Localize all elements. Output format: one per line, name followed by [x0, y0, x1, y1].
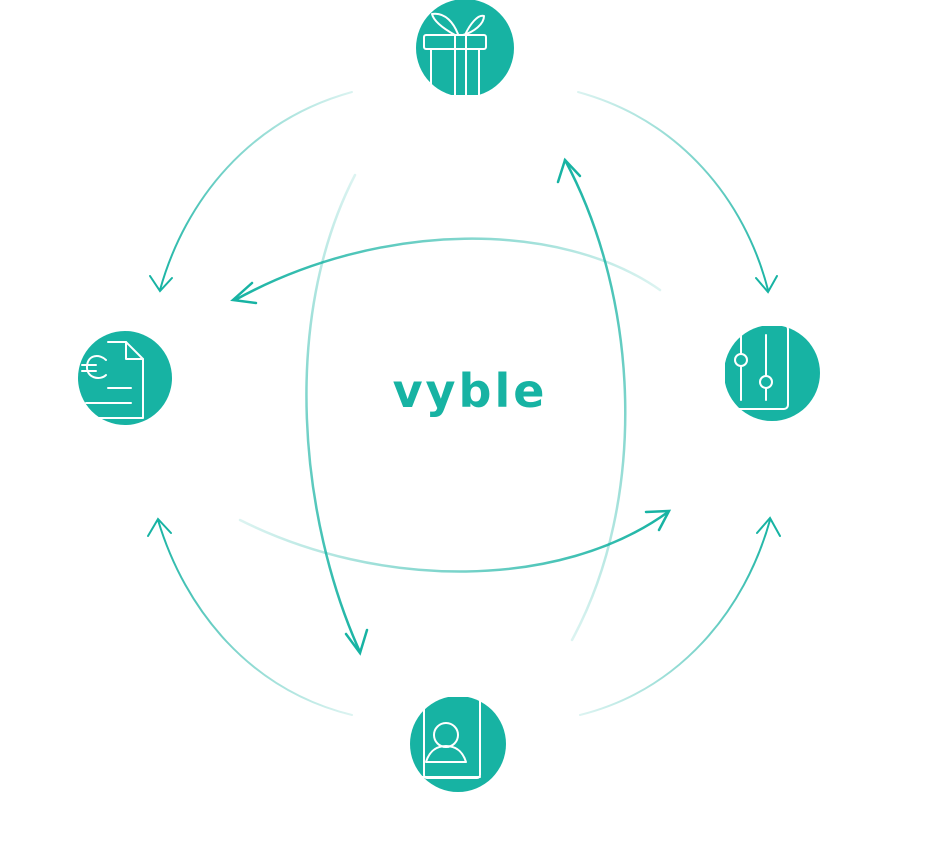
arrowhead-right-upper	[755, 275, 778, 294]
inner-arrowhead-bottom	[344, 628, 369, 656]
arrowhead-right-lower	[756, 516, 781, 537]
arc-top-to-right	[577, 91, 769, 291]
arc-bottom-to-right	[579, 519, 771, 716]
node-right	[723, 324, 820, 421]
arc-bottom-to-left	[157, 519, 353, 716]
node-left-circle	[78, 331, 172, 425]
arc-top-to-left	[159, 91, 353, 291]
arrowhead-left-upper	[149, 275, 173, 293]
node-right-circle	[724, 325, 820, 421]
gift-icon	[423, 12, 487, 97]
inner-arc-bottom	[238, 510, 670, 573]
inner-arc-top	[233, 237, 662, 302]
euro-document-icon	[81, 341, 144, 419]
inner-arc-left	[305, 173, 362, 654]
sliders-panel-icon	[723, 324, 789, 410]
user-badge-icon	[407, 695, 481, 779]
node-left	[78, 331, 172, 425]
inner-arrowhead-left	[230, 281, 258, 305]
brand-logo-text: vyble	[392, 364, 548, 418]
node-top	[416, 0, 514, 97]
node-bottom-circle	[410, 696, 506, 792]
inner-arrowhead-right	[644, 509, 672, 532]
node-bottom	[407, 695, 506, 792]
inner-arrowhead-top	[556, 157, 582, 184]
inner-arc-right	[563, 158, 627, 642]
arrowhead-left-lower	[147, 517, 172, 537]
